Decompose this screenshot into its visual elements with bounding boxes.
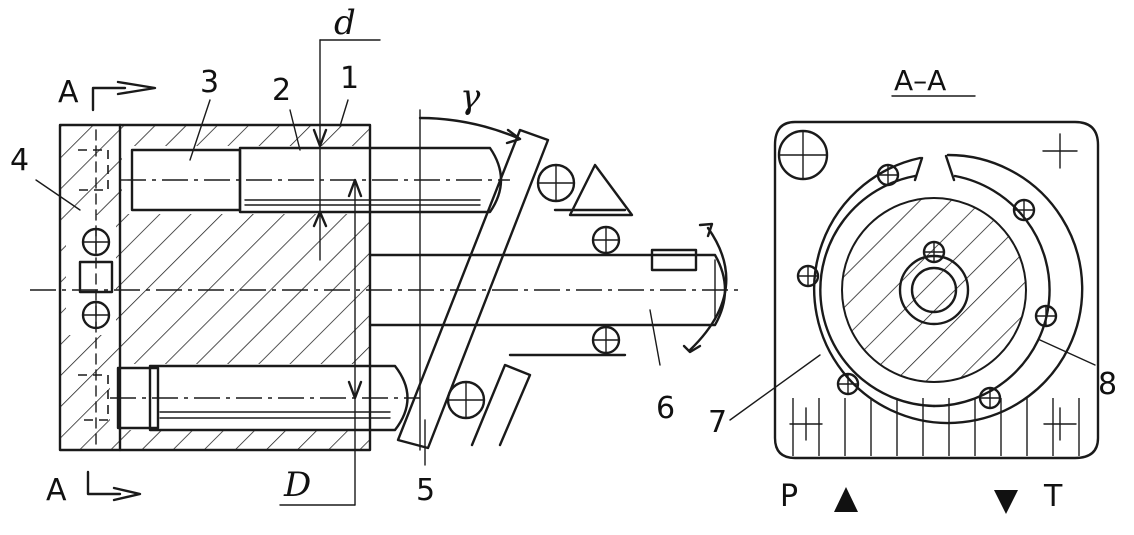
label-dim-d: d [334, 3, 356, 43]
label-6: 6 [656, 391, 675, 426]
port-balls [796, 163, 1058, 410]
label-3: 3 [200, 65, 219, 100]
label-5: 5 [416, 473, 435, 508]
angle-gamma [418, 109, 522, 451]
bearing-balls-block [78, 227, 114, 330]
label-2: 2 [272, 73, 291, 108]
label-1: 1 [340, 61, 359, 96]
drive-shaft [368, 248, 727, 327]
cylinder-block [58, 123, 372, 452]
dimension-d [312, 39, 381, 261]
section-title: A–A [894, 64, 946, 97]
label-port-t: T [1043, 479, 1063, 514]
shaft-bearing-housing [446, 163, 634, 447]
label-section-bottom: A [46, 473, 67, 508]
label-4: 4 [10, 143, 29, 178]
label-port-p: P [780, 479, 798, 514]
section-view-a-a [729, 95, 1100, 514]
label-7: 7 [708, 405, 727, 440]
swash-plate [396, 128, 550, 450]
label-section-top: A [58, 75, 79, 110]
distributor-hidden-lines [78, 149, 109, 421]
leader-lines [35, 99, 661, 466]
label-8: 8 [1098, 367, 1117, 402]
label-gamma: γ [460, 77, 481, 117]
label-dim-D: D [283, 465, 311, 505]
section-marker-top [91, 80, 157, 112]
section-marker-bottom [86, 470, 142, 502]
rotation-arrow [682, 222, 728, 354]
dimension-D-line [279, 178, 363, 506]
